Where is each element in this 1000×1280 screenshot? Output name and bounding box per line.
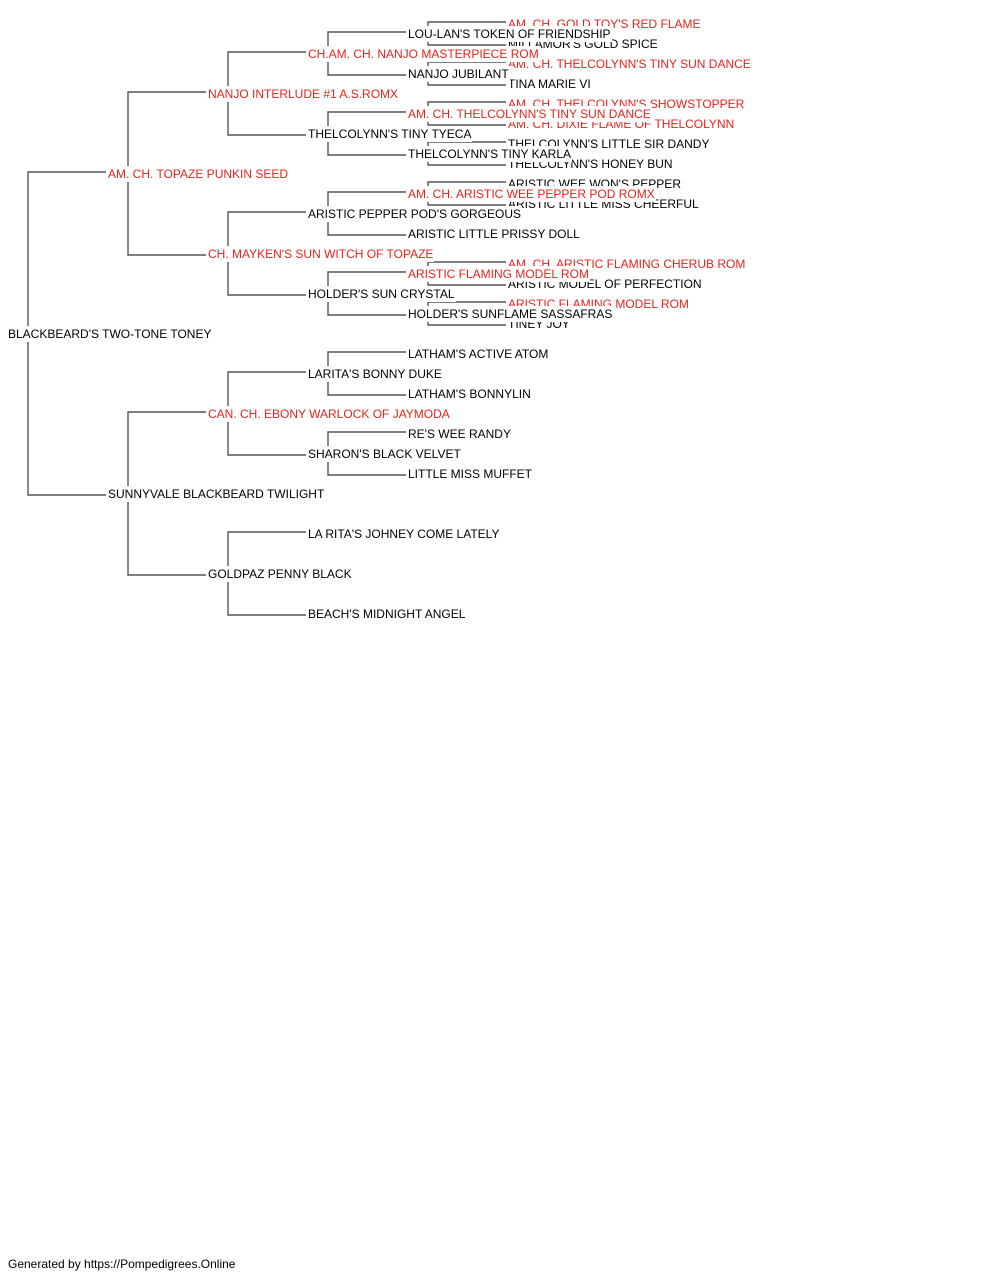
ancestor-name: THELCOLYNN'S TINY KARLA (407, 146, 573, 162)
ancestor-name: ARISTIC PEPPER POD'S GORGEOUS (307, 206, 522, 222)
ancestor-name: AM. CH. ARISTIC WEE PEPPER POD ROMX (407, 186, 656, 202)
ancestor-name: ARISTIC FLAMING MODEL ROM (407, 266, 590, 282)
ancestor-name: CH.AM. CH. NANJO MASTERPIECE ROM (307, 46, 540, 62)
ancestor-name: SHARON'S BLACK VELVET (307, 446, 462, 462)
ancestor-name: ARISTIC LITTLE PRISSY DOLL (407, 226, 581, 242)
ancestor-name: AM. CH. THELCOLYNN'S TINY SUN DANCE (407, 106, 652, 122)
ancestor-name: NANJO INTERLUDE #1 A.S.ROMX (207, 86, 400, 102)
ancestor-name: THELCOLYNN'S TINY TYECA (307, 126, 473, 142)
footer-credit: Generated by https://Pompedigrees.Online (8, 1257, 236, 1271)
ancestor-name: NANJO JUBILANT (407, 66, 510, 82)
ancestor-name: LATHAM'S ACTIVE ATOM (407, 346, 550, 362)
subject-dog-name: BLACKBEARD'S TWO-TONE TONEY (7, 326, 213, 342)
ancestor-name: CAN. CH. EBONY WARLOCK OF JAYMODA (207, 406, 451, 422)
ancestor-name: AM. CH. THELCOLYNN'S TINY SUN DANCE (507, 56, 752, 72)
ancestor-name: BEACH'S MIDNIGHT ANGEL (307, 606, 467, 622)
ancestor-name: GOLDPAZ PENNY BLACK (207, 566, 353, 582)
ancestor-name: LA RITA'S JOHNEY COME LATELY (307, 526, 501, 542)
ancestor-name: LOU-LAN'S TOKEN OF FRIENDSHIP (407, 26, 612, 42)
ancestor-name: CH. MAYKEN'S SUN WITCH OF TOPAZE (207, 246, 435, 262)
ancestor-name: RE'S WEE RANDY (407, 426, 512, 442)
ancestor-name: LATHAM'S BONNYLIN (407, 386, 532, 402)
ancestor-name: LITTLE MISS MUFFET (407, 466, 534, 482)
ancestor-name: HOLDER'S SUNFLAME SASSAFRAS (407, 306, 614, 322)
ancestor-name: TINA MARIE VI (507, 76, 592, 92)
ancestor-name: AM. CH. TOPAZE PUNKIN SEED (107, 166, 290, 182)
ancestor-name: SUNNYVALE BLACKBEARD TWILIGHT (107, 486, 326, 502)
ancestor-name: HOLDER'S SUN CRYSTAL (307, 286, 456, 302)
ancestor-name: LARITA'S BONNY DUKE (307, 366, 443, 382)
